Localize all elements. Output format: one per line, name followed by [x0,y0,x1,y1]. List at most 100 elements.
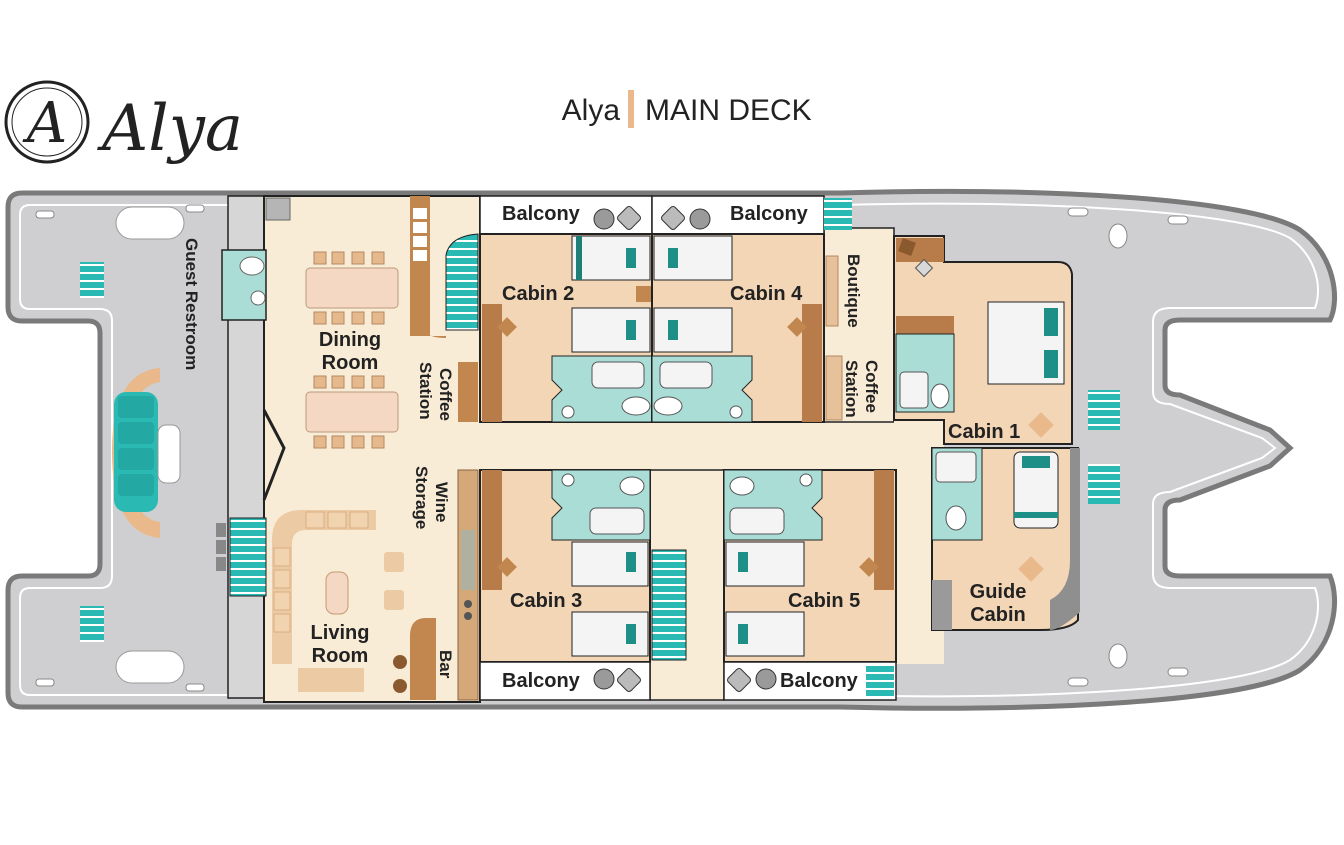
cabin-2-label: Cabin 2 [502,283,574,305]
cleat-icon [185,683,205,692]
pillow-icon [626,320,636,340]
toilet-icon [729,476,755,496]
cabin-1-label: Cabin 1 [948,421,1020,443]
nightstand-icon [636,286,652,302]
desk-chair-icon [497,557,517,577]
sink-icon [799,473,813,487]
guide-cabin: Guide Cabin [931,447,1079,631]
life-raft-bottom [115,650,185,684]
balcony-stairs-icon [866,664,894,698]
shower-icon [589,507,645,535]
boutique-shelf [825,255,839,327]
cabin-5: Balcony Cabin 5 [723,469,897,701]
bed-icon [725,611,805,657]
sink-icon [250,290,266,306]
deck-box [216,540,226,554]
bar: Bar [393,618,455,700]
guide-cabin-label-1: Guide [970,581,1027,603]
pillow-icon [626,248,636,268]
armchair-icon [384,590,404,610]
logo-monogram-ring [4,80,90,164]
toilet-icon [621,396,651,416]
coffee-table [325,571,349,615]
coffee-counter [458,362,478,422]
bed-headboard [576,236,582,280]
pillow-icon [668,248,678,268]
salon-walls [227,195,481,703]
cabin-4: Balcony Cabin 4 [651,195,852,423]
desk-chair-icon [497,317,517,337]
guest-restroom-label: Guest Restroom [182,238,201,370]
counter-curve [410,318,446,338]
toilet-icon [945,505,967,531]
chair-icon [593,208,615,230]
shower-icon [591,361,645,389]
guest-restroom: Guest Restroom [182,238,267,370]
appliance-icon [413,222,427,233]
cabin-4-label: Cabin 4 [730,283,803,305]
column-icon [265,197,291,221]
logo-monogram: A [22,91,67,156]
balcony-cabin-3-label: Balcony [502,670,581,692]
aft-stairs-icon [229,517,267,597]
logo-monogram-inner-ring [11,87,83,157]
dining-room: Dining Room [305,251,399,449]
balcony-cabin-2-label: Balcony [502,203,581,225]
title-divider [628,90,634,128]
bed-icon [653,307,733,353]
toilet-icon [619,476,645,496]
bed-icon [571,307,651,353]
living-room-label-2: Room [312,645,369,667]
center-stairs-icon [651,549,687,661]
knob-icon [464,612,472,620]
cabin-5-label: Cabin 5 [788,590,860,612]
bar-stool-icon [393,655,407,669]
cleat-icon [35,678,55,687]
table-icon [661,206,685,230]
page-title: Alya MAIN DECK [562,90,812,128]
boutique-label: Boutique [844,254,863,328]
aft-deck [35,204,226,692]
wardrobe [874,470,894,590]
locker-icon [932,580,952,630]
forward-stairs-icon [1088,390,1120,430]
sink-icon [561,473,575,487]
table-icon [617,668,641,692]
coffee-station-left: Coffee Station [410,196,479,422]
deck-box [216,557,226,571]
cushion [118,474,154,496]
chair-icon [898,238,916,256]
shower-icon [899,371,929,409]
cleat-icon [185,204,205,213]
guide-cabin-label-2: Cabin [970,604,1026,626]
wardrobe [896,316,954,334]
dining-room-label-1: Dining [319,329,381,351]
bar-counter [410,618,436,700]
coffee-station-right-label-1: Coffee [862,360,881,413]
life-raft-top [115,206,185,240]
bed-icon [653,235,733,281]
desk-chair-icon [787,317,807,337]
dining-room-label-2: Room [322,352,379,374]
cushion [118,422,154,444]
toilet-icon [930,383,950,409]
cabin-1: Cabin 1 [893,235,1073,445]
pillow-icon [1044,308,1058,336]
swim-ladder-icon [80,606,104,642]
chair-icon [689,208,711,230]
pillow-icon [668,320,678,340]
wardrobe [482,470,502,590]
bed-icon [1013,451,1059,529]
lamp-icon [914,258,934,278]
cabin-3-label: Cabin 3 [510,590,582,612]
hatch-icon [1108,643,1128,669]
shower-icon [729,507,785,535]
bed-footer [1014,512,1058,518]
pillow-icon [738,624,748,644]
appliance-icon [413,236,427,247]
dining-table [305,391,399,433]
logo: A Alya [4,80,243,166]
hull-inner-outline [19,202,1319,698]
armchair-icon [384,552,404,572]
